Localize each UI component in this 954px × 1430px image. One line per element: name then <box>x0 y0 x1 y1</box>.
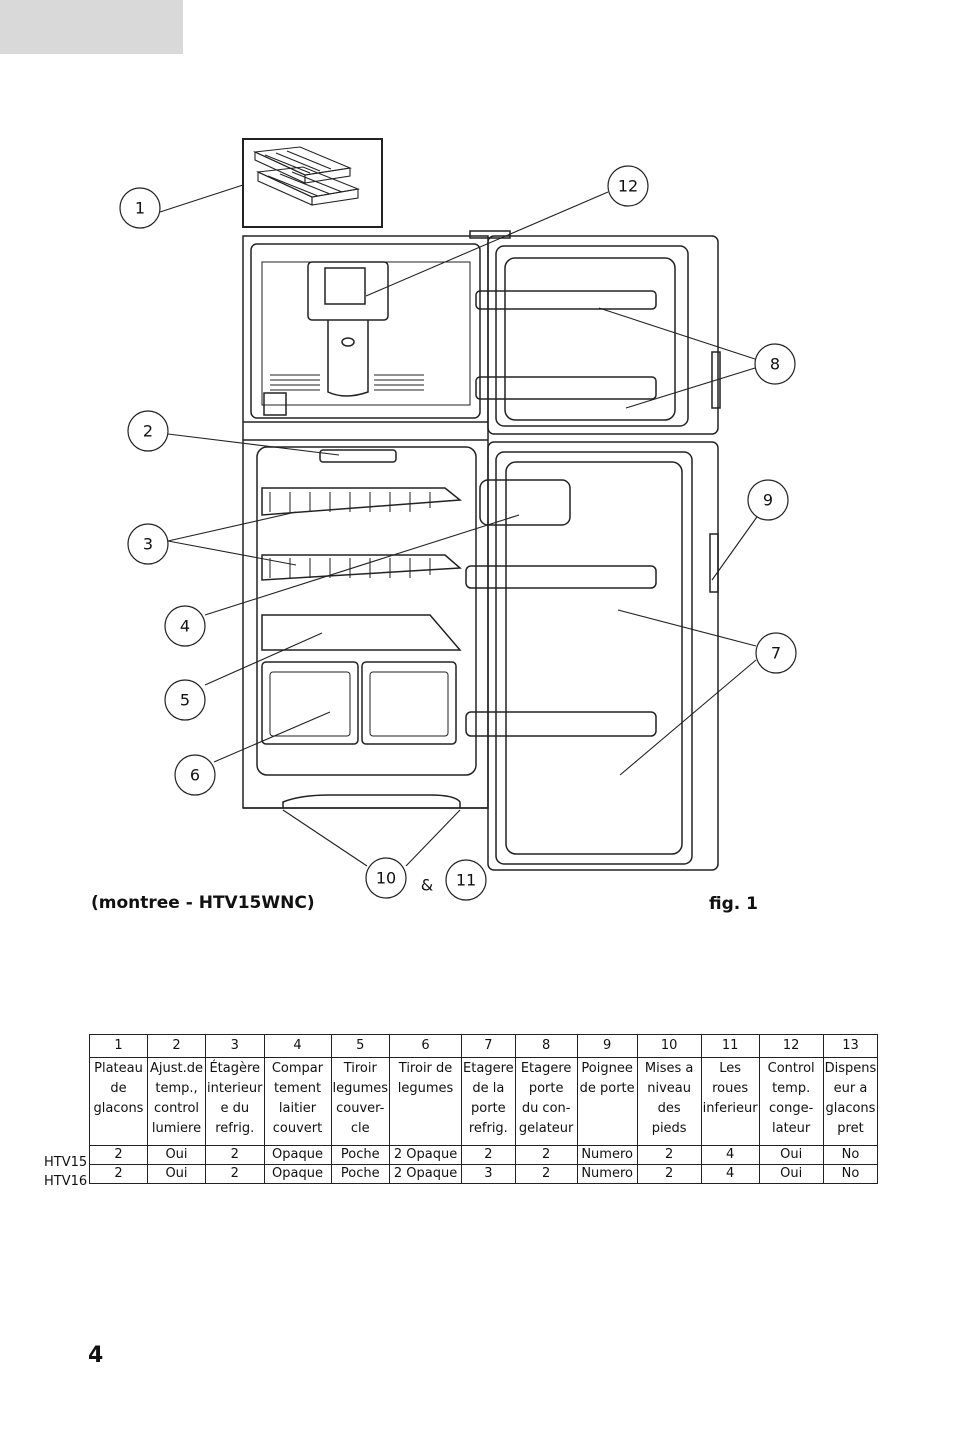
table-cell: Oui <box>758 1164 824 1184</box>
model-caption: (montree - HTV15WNC) <box>91 893 315 913</box>
page-number: 4 <box>88 1343 104 1368</box>
table-cell: 2 <box>205 1164 265 1184</box>
table-cell: 2 <box>205 1145 265 1165</box>
table-cell: 4 <box>700 1145 760 1165</box>
callout-label-12: 12 <box>618 177 638 196</box>
cabinet-body <box>242 230 511 809</box>
table-header-cell: 11 <box>700 1034 760 1058</box>
callout-label-10: 10 <box>376 869 396 888</box>
table-header-cell: 12 <box>758 1034 824 1058</box>
model-row-label-htv16: HTV16 <box>44 1174 88 1189</box>
table-description-row: Plateau de glacons Ajust.de temp., contr… <box>89 1057 879 1146</box>
table-cell: 2 <box>636 1164 702 1184</box>
page-corner-tab <box>0 0 183 54</box>
table-header-cell: 1 <box>89 1034 148 1058</box>
freezer-control-housing <box>263 261 424 416</box>
parts-spec-table: 1 2 3 4 5 6 7 8 9 10 11 12 13 Plateau de… <box>89 1034 879 1184</box>
table-header-cell: 8 <box>514 1034 578 1058</box>
table-cell: Numero <box>576 1164 638 1184</box>
callout-label-1: 1 <box>135 199 145 218</box>
callout-label-4: 4 <box>180 617 190 636</box>
table-cell: No <box>822 1164 879 1184</box>
table-header-cell: 6 <box>389 1034 463 1058</box>
ice-tray-illustration <box>252 146 361 206</box>
table-cell: 4 <box>700 1164 760 1184</box>
ice-tray-inset-frame <box>242 138 383 228</box>
table-header-cell: 10 <box>636 1034 702 1058</box>
callout-ampersand: & <box>421 876 433 895</box>
callout-label-7: 7 <box>771 644 781 663</box>
table-cell: 2 <box>636 1145 702 1165</box>
callout-label-2: 2 <box>143 422 153 441</box>
callout-label-5: 5 <box>180 691 190 710</box>
table-header-cell: 5 <box>330 1034 391 1058</box>
table-description-cell: Compar tement laitier couvert <box>263 1057 332 1146</box>
table-cell: 2 <box>89 1145 148 1165</box>
figure-label: fig. 1 <box>709 894 758 914</box>
table-cell: Poche <box>330 1145 391 1165</box>
table-cell: Numero <box>576 1145 638 1165</box>
table-cell: Opaque <box>263 1164 332 1184</box>
table-description-cell: Ajust.de temp., control lumiere <box>147 1057 206 1146</box>
callout-label-9: 9 <box>763 491 773 510</box>
fridge-door <box>465 441 719 871</box>
table-cell: No <box>822 1145 879 1165</box>
leader-lines <box>159 184 760 867</box>
table-header-cell: 4 <box>263 1034 332 1058</box>
table-cell: 2 <box>461 1145 516 1165</box>
callout-label-11: 11 <box>456 871 476 890</box>
table-description-cell: Mises a niveau des pieds <box>636 1057 702 1146</box>
table-header-cell: 3 <box>205 1034 265 1058</box>
table-cell: Oui <box>758 1145 824 1165</box>
table-description-cell: Plateau de glacons <box>89 1057 148 1146</box>
table-description-cell: Poignee de porte <box>576 1057 638 1146</box>
table-description-cell: Les roues inferieur <box>700 1057 760 1146</box>
table-cell: 2 Opaque <box>389 1145 463 1165</box>
table-cell: Poche <box>330 1164 391 1184</box>
table-header-cell: 13 <box>822 1034 879 1058</box>
table-description-cell: Tiroir de legumes <box>389 1057 463 1146</box>
table-description-cell: Dispens eur a glacons pret <box>822 1057 879 1146</box>
table-description-cell: Tiroir legumes couver- cle <box>330 1057 391 1146</box>
table-cell: 2 <box>89 1164 148 1184</box>
table-header-cell: 7 <box>461 1034 516 1058</box>
callout-label-8: 8 <box>770 355 780 374</box>
table-description-cell: Étagère interieur e du refrig. <box>205 1057 265 1146</box>
table-description-cell: Control temp. conge- lateur <box>758 1057 824 1146</box>
callout-label-6: 6 <box>190 766 200 785</box>
table-cell: 2 <box>514 1145 578 1165</box>
table-description-cell: Etagere porte du con- gelateur <box>514 1057 578 1146</box>
refrigerator-diagram: 1 2 3 4 5 6 7 8 9 10 11 12 & <box>119 138 797 901</box>
table-cell: Opaque <box>263 1145 332 1165</box>
table-row-htv16: 2 Oui 2 Opaque Poche 2 Opaque 3 2 Numero… <box>89 1164 879 1184</box>
callout-circles <box>119 165 797 901</box>
table-header-row: 1 2 3 4 5 6 7 8 9 10 11 12 13 <box>89 1034 879 1058</box>
table-header-cell: 2 <box>147 1034 206 1058</box>
table-description-cell: Etagere de la porte refrig. <box>461 1057 516 1146</box>
table-header-cell: 9 <box>576 1034 638 1058</box>
callout-label-3: 3 <box>143 535 153 554</box>
table-cell: Oui <box>147 1164 206 1184</box>
freezer-door <box>475 235 721 435</box>
table-row-htv15: 2 Oui 2 Opaque Poche 2 Opaque 2 2 Numero… <box>89 1145 879 1165</box>
model-row-label-htv15: HTV15 <box>44 1155 88 1170</box>
table-cell: 2 <box>514 1164 578 1184</box>
fridge-interior <box>261 449 462 745</box>
table-cell: 2 Opaque <box>389 1164 463 1184</box>
table-cell: 3 <box>461 1164 516 1184</box>
table-cell: Oui <box>147 1145 206 1165</box>
